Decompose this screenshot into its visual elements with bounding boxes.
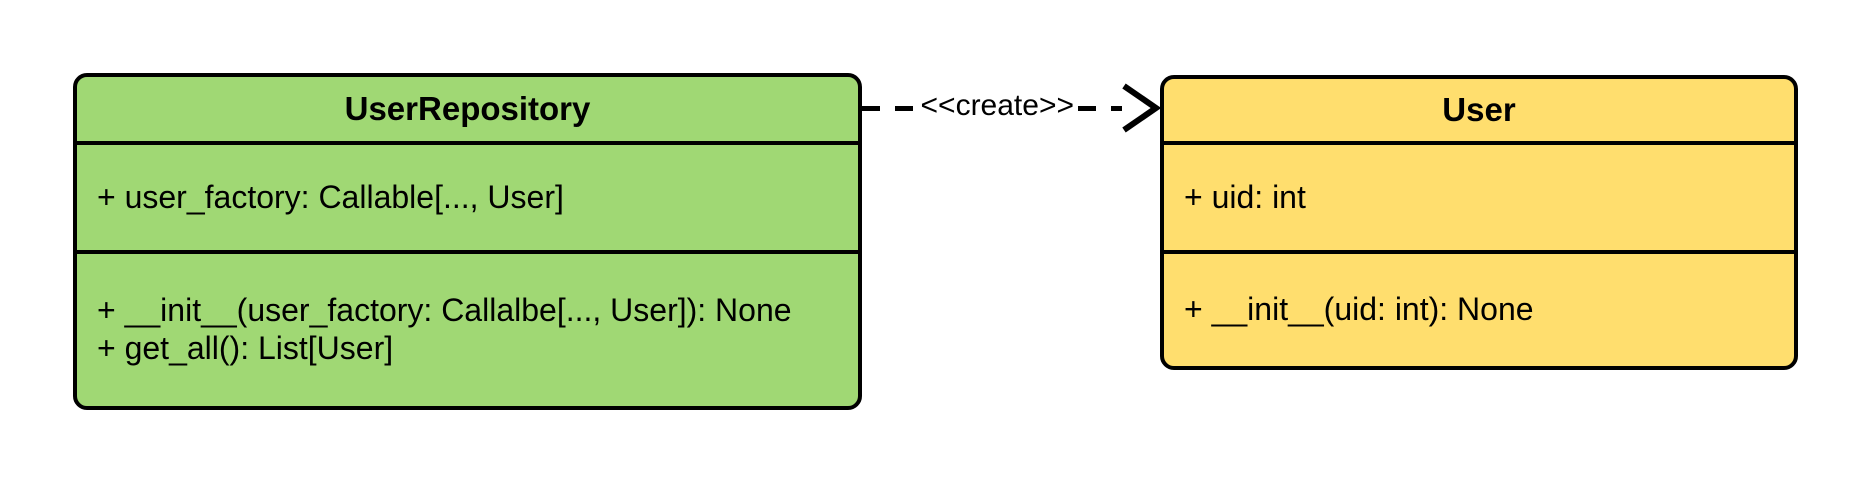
class-name-label: User [1442, 90, 1516, 128]
class-attributes-user: + uid: int [1164, 145, 1794, 254]
class-box-user: User + uid: int + __init__(uid: int): No… [1160, 75, 1798, 370]
class-title-user: User [1164, 79, 1794, 145]
class-methods-userrepository: + __init__(user_factory: Callalbe[..., U… [77, 254, 858, 406]
attribute-item: + uid: int [1184, 178, 1306, 215]
method-item: + __init__(uid: int): None [1184, 291, 1534, 328]
method-item: + get_all(): List[User] [97, 330, 394, 366]
open-arrowhead-icon [1122, 83, 1160, 133]
class-attributes-userrepository: + user_factory: Callable[..., User] [77, 145, 858, 254]
class-methods-user: + __init__(uid: int): None [1164, 254, 1794, 366]
class-name-label: UserRepository [344, 89, 591, 127]
class-title-userrepository: UserRepository [77, 77, 858, 145]
dashed-line-segment [1078, 105, 1122, 111]
attribute-item: + user_factory: Callable[..., User] [97, 178, 564, 215]
class-box-userrepository: UserRepository + user_factory: Callable[… [73, 73, 862, 410]
dashed-line-segment [862, 105, 917, 111]
dependency-label: <<create>> [920, 89, 1074, 122]
method-item: + __init__(user_factory: Callalbe[..., U… [97, 292, 792, 329]
dependency-arrow-create: <<create>> [862, 82, 1160, 134]
